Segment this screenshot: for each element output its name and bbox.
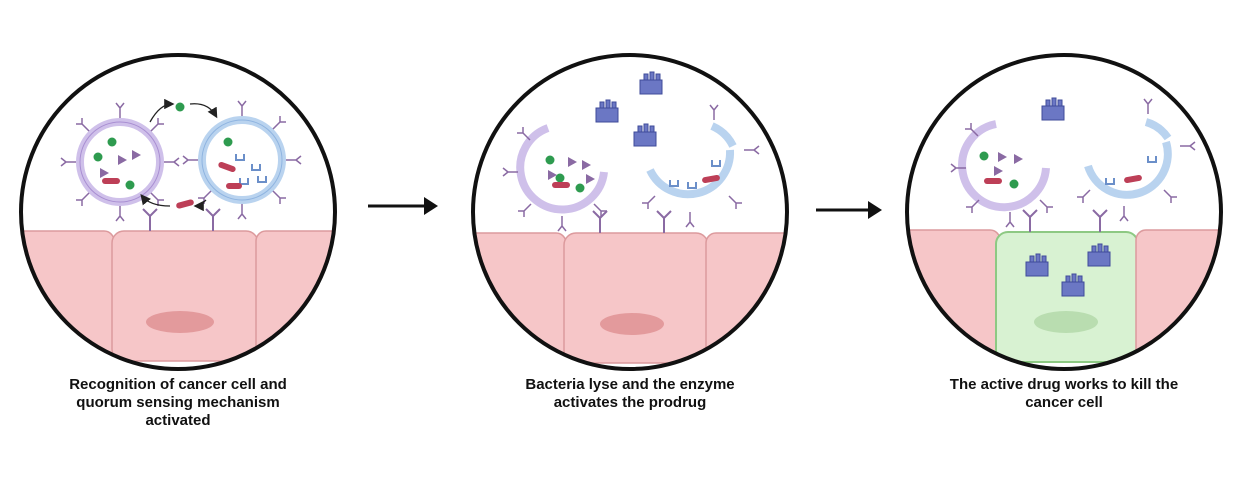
enzyme-subunit (251, 164, 261, 171)
caption-line: activates the prodrug (553, 394, 707, 411)
target-cell (563, 232, 709, 364)
step-arrow-1 (368, 197, 438, 215)
signal-arrow (189, 103, 218, 119)
signal-molecule (575, 183, 585, 193)
active-drug (1025, 243, 1111, 297)
panel-frame (471, 53, 789, 371)
enzyme-fragment (132, 150, 141, 160)
caption-line: The active drug works to kill the (949, 376, 1179, 393)
signal-molecule (555, 173, 565, 183)
panel-frame (905, 53, 1223, 371)
panel-2 (471, 53, 789, 371)
released-enzyme (1041, 97, 1065, 121)
caption-line: Recognition of cancer cell and (69, 376, 287, 393)
lysed-bacterium-blue (1077, 98, 1196, 222)
lysed-bacterium-purple (950, 120, 1053, 228)
signal-molecule (223, 137, 233, 147)
caption-line: activated (145, 412, 211, 429)
normal-cell-right (255, 230, 335, 362)
enzyme-subunit (239, 178, 249, 185)
enzyme-subunit (235, 154, 245, 161)
prodrug-capsule (226, 183, 242, 189)
lysed-bacterium-purple (502, 124, 608, 232)
signal-molecule (93, 152, 103, 162)
caption-step-3: The active drug works to kill the cancer… (904, 376, 1224, 412)
target-cell (111, 230, 259, 362)
signal-molecule (125, 180, 135, 190)
prodrug-capsule (552, 182, 570, 188)
prodrug-capsule (176, 199, 194, 209)
caption-step-2: Bacteria lyse and the enzyme activates t… (470, 376, 790, 412)
signal-molecule (1009, 179, 1019, 189)
caption-line: quorum sensing mechanism (76, 394, 280, 411)
nucleus (600, 313, 664, 335)
released-enzyme (595, 71, 663, 147)
signal-molecule (979, 151, 989, 161)
panel-3 (905, 53, 1223, 371)
signal-arrow (140, 193, 171, 207)
signal-arrow (193, 199, 207, 212)
panel-frame (19, 53, 337, 371)
lysed-bacterium-blue (642, 104, 760, 228)
signal-molecule (107, 137, 117, 147)
prodrug-capsule (102, 178, 120, 184)
surface-receptor (142, 208, 221, 231)
caption-step-1: Recognition of cancer cell and quorum se… (18, 376, 338, 430)
caption-line: cancer cell (1025, 394, 1103, 411)
signal-arrow (149, 98, 175, 123)
surface-receptor (1022, 209, 1108, 232)
enzyme-fragment (100, 168, 109, 178)
caption-line: Bacteria lyse and the enzyme (525, 376, 735, 393)
enzyme-subunit (257, 176, 267, 183)
normal-cell-right (705, 232, 787, 364)
dying-cancer-cell (995, 231, 1139, 363)
step-arrow-2 (816, 201, 882, 219)
signal-molecule (545, 155, 555, 165)
bacterium-blue (182, 100, 302, 220)
prodrug-capsule (702, 174, 720, 184)
prodrug-capsule (1124, 174, 1142, 184)
bacterium-purple (60, 102, 180, 222)
prodrug-capsule (984, 178, 1002, 184)
nucleus (146, 311, 214, 333)
cancer-nucleus (1034, 311, 1098, 333)
prodrug-capsule (218, 161, 236, 173)
signal-molecule (175, 102, 185, 112)
enzyme-fragment (118, 155, 127, 165)
